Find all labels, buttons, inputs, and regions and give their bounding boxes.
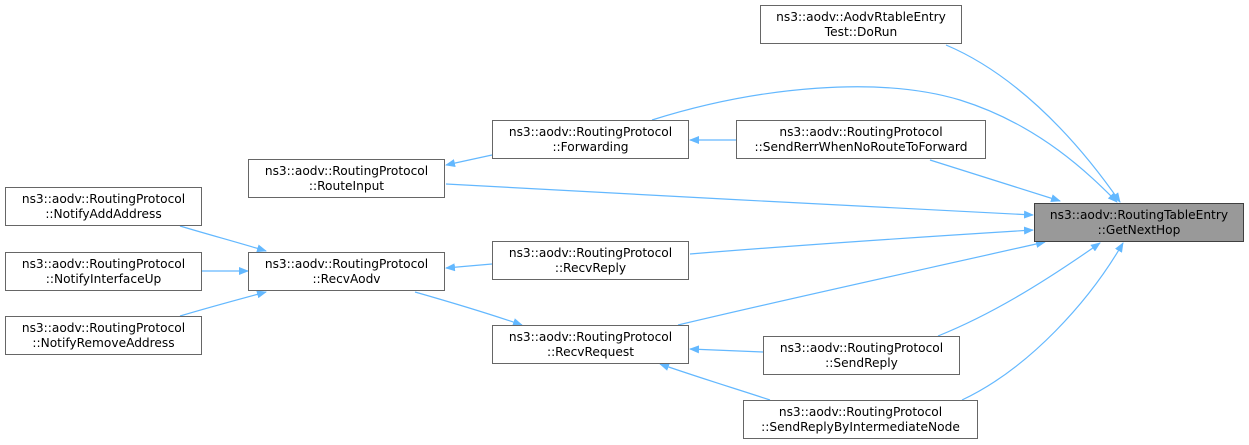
edge-send-reply-to-recv-request [689,345,764,354]
edge-recv-reply-to-target [689,226,1034,255]
node-label-line2: ::RecvReply [554,260,627,275]
node-label-line1: ns3::aodv::RoutingProtocol [21,320,186,335]
node-routing-protocol-recv-aodv[interactable]: ns3::aodv::RoutingProtocol ::RecvAodv [248,252,445,291]
node-label-line2: Test::DoRun [824,24,898,39]
node-label-line1: ns3::aodv::RoutingProtocol [508,245,673,260]
edge-route-input-to-target [445,183,1034,219]
node-label-line1: ns3::aodv::RoutingProtocol [508,124,673,139]
node-label-line2: ::Forwarding [552,139,629,154]
edge-send-reply-inter-to-target [961,242,1124,401]
edge-send-rerr-to-target [929,159,1061,203]
node-routing-protocol-route-input[interactable]: ns3::aodv::RoutingProtocol ::RouteInput [248,159,445,198]
node-label-line1: ns3::aodv::AodvRtableEntry [776,9,946,24]
node-routing-protocol-notify-remove-address[interactable]: ns3::aodv::RoutingProtocol ::NotifyRemov… [5,316,202,355]
node-label-line1: ns3::aodv::RoutingProtocol [264,256,429,271]
node-label-line1: ns3::aodv::RoutingProtocol [779,340,944,355]
edge-recv-reply-to-recv-aodv [445,263,493,272]
node-routing-protocol-send-rerr-when-no-route-to-forward[interactable]: ns3::aodv::RoutingProtocol ::SendRerrWhe… [736,120,986,159]
node-label-line1: ns3::aodv::RoutingProtocol [779,124,943,139]
node-label-line2: ::NotifyRemoveAddress [32,335,175,350]
edge-send-reply-inter-to-recv-request [659,363,771,401]
node-label-line2: ::GetNextHop [1097,222,1181,237]
node-label-line1: ns3::aodv::RoutingProtocol [264,163,429,178]
edge-notify-add-to-recv-aodv [179,225,267,253]
node-label-line2: ::RecvAodv [312,271,381,286]
node-label-line1: ns3::aodv::RoutingProtocol [778,404,943,419]
node-label-line1: ns3::aodv::RoutingProtocol [508,329,673,344]
edge-recv-request-to-target [677,240,1046,326]
node-label-line2: ::SendRerrWhenNoRouteToForward [754,139,968,154]
node-routing-protocol-notify-add-address[interactable]: ns3::aodv::RoutingProtocol ::NotifyAddAd… [5,187,202,226]
edge-forwarding-to-route-input [445,154,493,167]
node-label-line2: ::RouteInput [308,178,385,193]
node-label-line2: ::NotifyInterfaceUp [45,271,162,286]
node-label-line2: ::SendReplyByIntermediateNode [761,419,960,434]
node-routing-table-entry-get-next-hop: ns3::aodv::RoutingTableEntry ::GetNextHo… [1034,203,1244,242]
node-label-line1: ns3::aodv::RoutingProtocol [21,256,186,271]
node-routing-protocol-recv-reply[interactable]: ns3::aodv::RoutingProtocol ::RecvReply [492,241,689,280]
node-aodv-rtable-entry-test-do-run[interactable]: ns3::aodv::AodvRtableEntry Test::DoRun [760,5,962,44]
edge-forwarding-to-target [651,86,1118,203]
node-routing-protocol-send-reply-by-intermediate-node[interactable]: ns3::aodv::RoutingProtocol ::SendReplyBy… [743,400,978,439]
node-routing-protocol-forwarding[interactable]: ns3::aodv::RoutingProtocol ::Forwarding [492,120,689,159]
node-label-line2: ::NotifyAddAddress [45,206,162,221]
node-label-line2: ::RecvRequest [546,344,635,359]
node-routing-protocol-notify-interface-up[interactable]: ns3::aodv::RoutingProtocol ::NotifyInter… [5,252,202,291]
node-routing-protocol-recv-request[interactable]: ns3::aodv::RoutingProtocol ::RecvRequest [492,325,689,364]
node-label-line1: ns3::aodv::RoutingProtocol [21,191,186,206]
edge-test-dorun-to-target [945,44,1121,203]
edge-send-reply-to-target [937,242,1101,337]
node-label-line2: ::SendReply [825,355,898,370]
node-label-line1: ns3::aodv::RoutingTableEntry [1049,207,1229,222]
edge-notify-remove-to-recv-aodv [179,290,267,317]
node-routing-protocol-send-reply[interactable]: ns3::aodv::RoutingProtocol ::SendReply [763,336,960,375]
edge-recv-aodv-to-recv-request [414,291,523,326]
